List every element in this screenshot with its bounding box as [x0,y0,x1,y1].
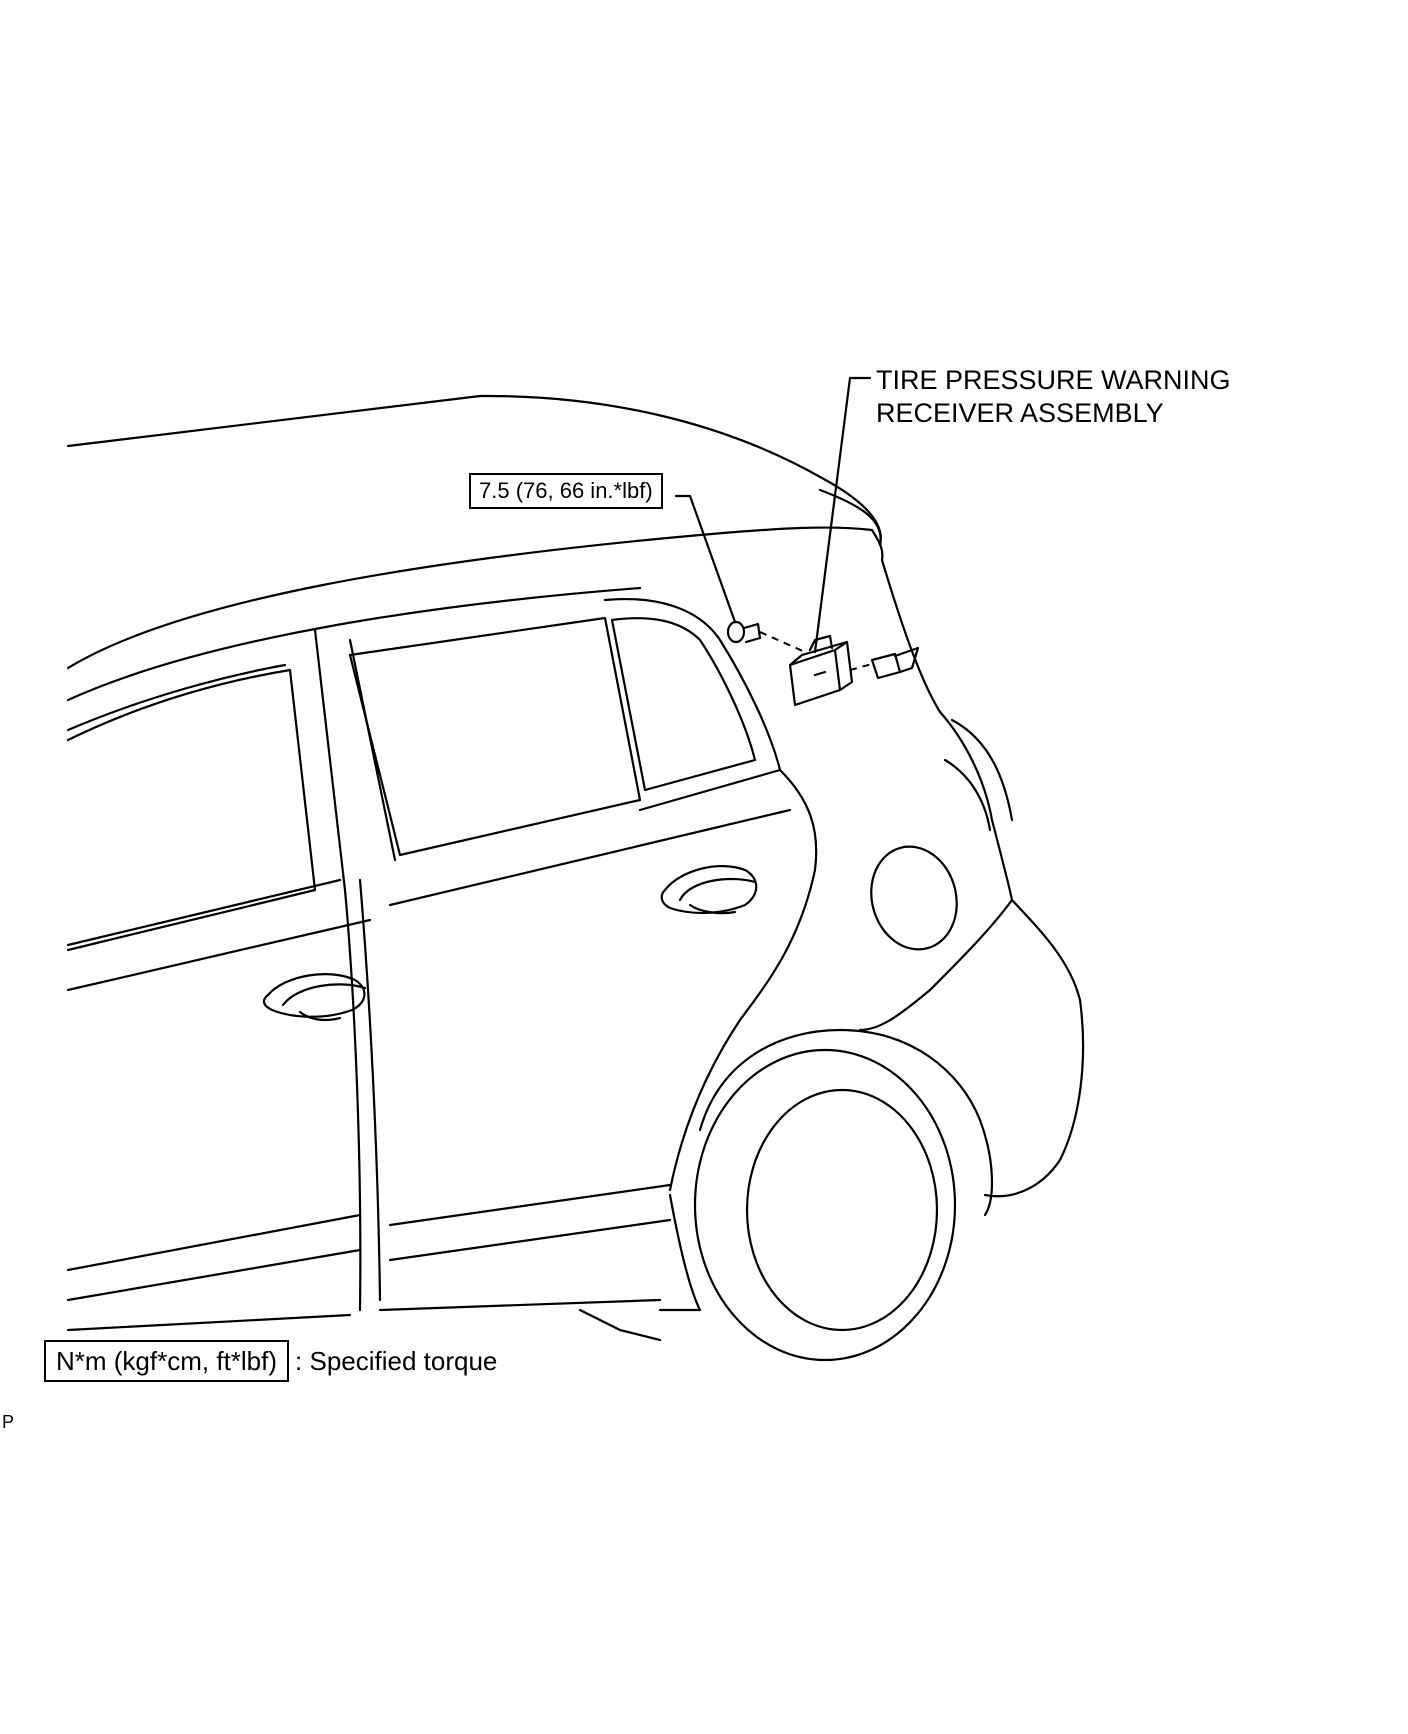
b-pillar [313,628,397,892]
front-window-frame [66,668,317,952]
roof-lower-edge [66,526,874,670]
bottom-edge [66,1298,662,1332]
part-callout-line1: TIRE PRESSURE WARNING [876,365,1231,395]
connector-dashed-line [849,663,873,671]
receiver-assembly [788,634,854,707]
legend-description: : Specified torque [295,1345,498,1376]
front-door-lower-line [66,918,372,992]
tire-outer [693,1048,957,1362]
torque-callout: 7.5 (76, 66 in.*lbf) [469,473,663,509]
leader-line-torque [674,494,737,624]
front-door-rear-edge [343,888,362,1312]
rear-door-window [348,616,642,857]
part-callout-line2: RECEIVER ASSEMBLY [876,398,1164,428]
bolt [726,620,762,644]
body-rear-quarter [668,768,818,1192]
tail-lamp-curve [950,718,1014,822]
rocker-lower [66,1248,362,1302]
rocker-upper [66,1213,362,1272]
rear-door-belt-line [388,808,792,907]
roof-outline [66,394,882,547]
part-callout: TIRE PRESSURE WARNING RECEIVER ASSEMBLY [876,364,1231,430]
front-door-handle [262,973,367,1022]
sill-line-rear [388,1183,672,1227]
bolt-dashed-line [759,631,806,653]
front-door-belt-line [66,878,342,947]
tire-inner [745,1088,939,1332]
roof-rail [66,586,642,702]
wheel-arch [698,1028,994,1217]
corner-code: P [2,1412,15,1432]
sill-line-rear-lower [388,1218,672,1262]
quarter-window-outer [603,598,782,812]
rear-door-edge [358,878,382,1302]
quarter-window [610,617,757,792]
legend-unit-box: N*m (kgf*cm, ft*lbf) [44,1340,290,1382]
bumper-inner [943,758,992,832]
front-window-inner [66,663,287,732]
rear-bumper-edge [858,898,1014,1032]
rear-pillar-edge [818,488,882,547]
rear-quarter-panel [938,710,1085,1198]
underbody [578,1308,662,1342]
leader-line-part [813,376,872,654]
rear-door-handle [660,865,758,915]
torque-legend: N*m (kgf*cm, ft*lbf) : Specified torque [44,1340,497,1382]
connector [870,646,920,680]
mudflap [658,1193,702,1312]
fuel-lid [870,845,958,951]
rear-spoiler [870,528,942,714]
